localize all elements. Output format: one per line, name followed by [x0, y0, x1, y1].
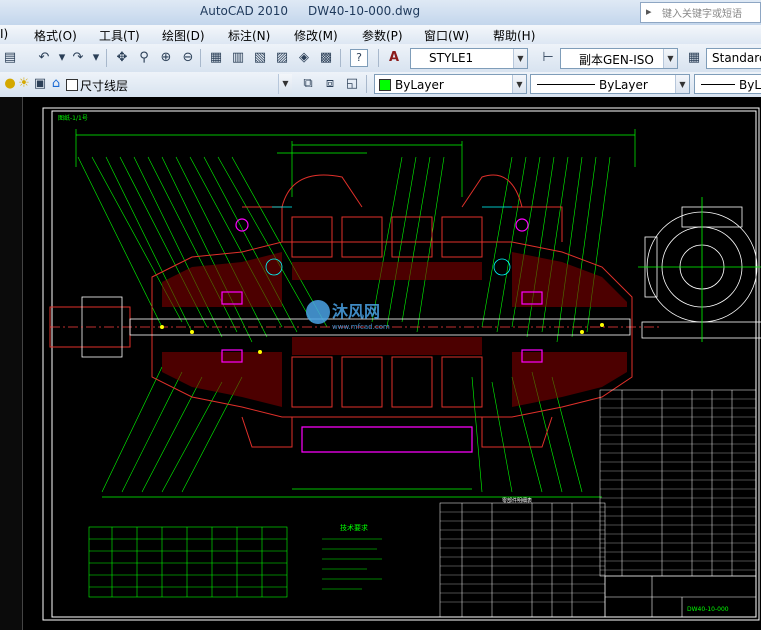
yellow-fasteners — [160, 323, 604, 354]
title-block: DW40-10-000 — [604, 575, 757, 618]
unlock-icon[interactable]: ⌂ — [51, 76, 61, 91]
vertical-ruler — [0, 97, 23, 630]
app-title: AutoCAD 2010 — [200, 4, 289, 18]
table-style-icon[interactable]: ▦ — [687, 50, 701, 65]
help-icon[interactable]: ? — [350, 49, 368, 67]
parts-list-title: 零部件明细表 — [502, 497, 532, 504]
chevron-down-icon: ▼ — [675, 75, 689, 93]
layer-select[interactable]: 尺寸线层 ▼ — [78, 74, 292, 94]
dimension-style-icon[interactable]: ⊢ — [542, 50, 554, 65]
menu-item-draw[interactable]: 绘图(D) — [162, 29, 205, 43]
zoom-realtime-icon[interactable]: ⚲ — [139, 50, 149, 65]
text-style-value: STYLE1 — [429, 51, 474, 65]
color-select[interactable]: ByLayer ▼ — [374, 74, 527, 94]
layer-properties-icon[interactable]: ⧉ — [303, 76, 313, 91]
table-style-value: Standard — [712, 51, 761, 65]
technical-notes: 技术要求 — [322, 523, 382, 590]
menu-item-partial[interactable]: I) — [0, 27, 9, 41]
layers-toolbar: ● ☀ ▣ ⌂ 尺寸线层 ▼ ⧉ ⧈ ◱ ByLayer ▼ ByLayer ▼… — [0, 72, 761, 98]
lineweight-preview — [701, 84, 735, 85]
notes-title: 技术要求 — [340, 523, 368, 532]
sun-icon[interactable]: ☀ — [18, 76, 30, 91]
linetype-value: ByLayer — [599, 78, 648, 92]
sheet-set-icon[interactable]: ▨ — [275, 50, 289, 65]
sheet-border — [42, 107, 760, 621]
toolbar-divider — [366, 75, 367, 93]
inner-frame — [51, 110, 757, 618]
layer-value: 尺寸线层 — [80, 79, 129, 93]
zoom-previous-icon[interactable]: ⊖ — [182, 50, 194, 65]
pump-casing — [151, 174, 633, 448]
chevron-down-icon: ▼ — [663, 49, 677, 68]
menu-item-tools[interactable]: 工具(T) — [99, 29, 140, 43]
performance-table — [88, 526, 288, 598]
standard-toolbar: ▤ ↶ ▾ ↷ ▾ ✥ ⚲ ⊕ ⊖ ▦ ▥ ▧ ▨ ◈ ▩ ? A STYLE1… — [0, 44, 761, 73]
menu-item-format[interactable]: 格式(O) — [34, 29, 77, 43]
dimension-style-value: 副本GEN-ISO — [579, 53, 654, 67]
chevron-down-icon: ▼ — [278, 74, 292, 94]
tool-palettes-icon[interactable]: ▧ — [253, 50, 267, 65]
watermark-url: www.mfcad.com — [332, 323, 390, 331]
table-style-select[interactable]: Standard — [706, 48, 761, 69]
redo-dropdown-icon[interactable]: ▾ — [92, 50, 100, 65]
magenta-outlines — [221, 218, 543, 453]
pump-shaft — [49, 296, 662, 358]
menu-item-modify[interactable]: 修改(M) — [294, 29, 338, 43]
search-icon: ▸ — [646, 5, 652, 18]
frame-label: 图纸-1/1号 — [58, 114, 88, 122]
layer-color-swatch — [66, 79, 78, 91]
title-block-drawing-number: DW40-10-000 — [687, 606, 729, 613]
text-style-icon[interactable]: A — [388, 50, 400, 65]
lineweight-select[interactable]: ByLa — [694, 74, 761, 94]
chevron-down-icon: ▼ — [513, 49, 527, 68]
menu-bar: I) 格式(O) 工具(T) 绘图(D) 标注(N) 修改(M) 参数(P) 窗… — [0, 25, 761, 45]
chevron-down-icon: ▼ — [512, 75, 526, 93]
drawing-canvas[interactable] — [0, 97, 761, 630]
print-icon[interactable]: ▤ — [3, 50, 17, 65]
lock-icon[interactable]: ▣ — [33, 76, 47, 91]
quickcalc-icon[interactable]: ▩ — [319, 50, 333, 65]
cad-drawing[interactable]: 图纸-1/1号 — [42, 107, 761, 622]
menu-item-window[interactable]: 窗口(W) — [424, 29, 470, 43]
pan-icon[interactable]: ✥ — [116, 50, 128, 65]
title-bar: AutoCAD 2010 DW40-10-000.dwg ▸ 键入关键字或短语 — [0, 0, 761, 26]
linetype-preview — [537, 84, 595, 85]
linetype-select[interactable]: ByLayer ▼ — [530, 74, 690, 94]
undo-icon[interactable]: ↶ — [38, 50, 50, 65]
lightbulb-icon[interactable]: ● — [4, 76, 16, 91]
layer-previous-icon[interactable]: ◱ — [345, 76, 359, 91]
watermark-brand: 沐风网 — [332, 302, 380, 321]
undo-dropdown-icon[interactable]: ▾ — [58, 50, 66, 65]
menu-item-help[interactable]: 帮助(H) — [493, 29, 536, 43]
make-current-layer-icon[interactable]: ⧈ — [325, 76, 335, 91]
color-value: ByLayer — [395, 78, 444, 92]
watermark: 沐风网 www.mfcad.com — [306, 300, 390, 331]
lineweight-value: ByLa — [739, 78, 761, 92]
toolbar-divider — [106, 49, 107, 67]
redo-icon[interactable]: ↷ — [72, 50, 84, 65]
toolbar-divider — [200, 49, 201, 67]
file-title: DW40-10-000.dwg — [308, 4, 421, 18]
zoom-window-icon[interactable]: ⊕ — [160, 50, 172, 65]
search-placeholder: 键入关键字或短语 — [662, 9, 742, 20]
pump-side-view — [638, 197, 761, 342]
toolbar-divider — [340, 49, 341, 67]
properties-icon[interactable]: ▦ — [209, 50, 223, 65]
markup-icon[interactable]: ◈ — [299, 50, 309, 65]
cyan-details — [265, 206, 512, 276]
menu-item-dimension[interactable]: 标注(N) — [228, 29, 271, 43]
color-swatch — [379, 79, 391, 91]
menu-item-parametric[interactable]: 参数(P) — [362, 29, 403, 43]
parts-list: 零部件明细表 — [439, 389, 757, 618]
leader-lines — [77, 156, 611, 493]
casing-hatch — [162, 252, 627, 407]
toolbar-divider — [378, 49, 379, 67]
text-style-select[interactable]: STYLE1 ▼ — [410, 48, 528, 69]
dimension-style-select[interactable]: 副本GEN-ISO ▼ — [560, 48, 678, 69]
design-center-icon[interactable]: ▥ — [231, 50, 245, 65]
watermark-logo — [306, 300, 330, 324]
